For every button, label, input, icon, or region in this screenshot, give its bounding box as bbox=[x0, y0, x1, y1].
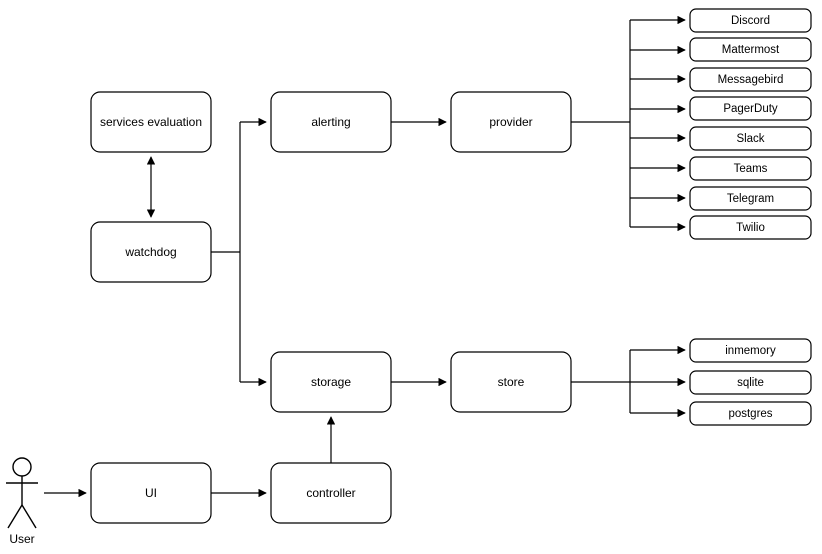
leaf-postgres-rect bbox=[689, 401, 812, 426]
user-actor[interactable]: User bbox=[6, 457, 38, 546]
leaf-pagerduty[interactable]: PagerDuty bbox=[689, 96, 812, 121]
leaf-slack[interactable]: Slack bbox=[689, 126, 812, 151]
leaf-mattermost-rect bbox=[689, 37, 812, 62]
leaf-messagebird-label: Messagebird bbox=[718, 74, 784, 86]
leaf-sqlite-label: sqlite bbox=[737, 377, 764, 389]
node-services-evaluation-label: services evaluation bbox=[100, 115, 202, 129]
leaf-discord-label: Discord bbox=[731, 15, 770, 27]
leaf-telegram-rect bbox=[689, 186, 812, 211]
leaf-messagebird-rect bbox=[689, 67, 812, 92]
leaf-slack-label: Slack bbox=[736, 133, 764, 145]
node-ui-label: UI bbox=[145, 486, 157, 500]
node-storage[interactable]: storage bbox=[270, 351, 392, 413]
node-watchdog-rect bbox=[90, 221, 212, 283]
node-storage-rect bbox=[270, 351, 392, 413]
leaf-twilio[interactable]: Twilio bbox=[689, 215, 812, 240]
leaf-pagerduty-label: PagerDuty bbox=[723, 103, 778, 115]
leaf-telegram-label: Telegram bbox=[727, 193, 774, 205]
leaf-mattermost[interactable]: Mattermost bbox=[689, 37, 812, 62]
actor-leg-left bbox=[7, 504, 23, 529]
actor-leg-right bbox=[21, 504, 37, 529]
leaf-pagerduty-rect bbox=[689, 96, 812, 121]
node-controller-rect bbox=[270, 462, 392, 524]
leaf-postgres[interactable]: postgres bbox=[689, 401, 812, 426]
node-watchdog-label: watchdog bbox=[124, 245, 176, 259]
node-ui-rect bbox=[90, 462, 212, 524]
node-alerting-rect bbox=[270, 91, 392, 153]
leaf-sqlite-rect bbox=[689, 370, 812, 395]
node-controller[interactable]: controller bbox=[270, 462, 392, 524]
leaf-postgres-label: postgres bbox=[728, 408, 772, 420]
leaf-inmemory[interactable]: inmemory bbox=[689, 338, 812, 363]
leaf-twilio-rect bbox=[689, 215, 812, 240]
node-ui[interactable]: UI bbox=[90, 462, 212, 524]
leaf-inmemory-label: inmemory bbox=[725, 345, 776, 357]
leaf-mattermost-label: Mattermost bbox=[722, 44, 780, 56]
leaf-teams[interactable]: Teams bbox=[689, 156, 812, 181]
node-store-label: store bbox=[498, 375, 525, 389]
leaf-messagebird[interactable]: Messagebird bbox=[689, 67, 812, 92]
leaf-sqlite[interactable]: sqlite bbox=[689, 370, 812, 395]
leaf-discord-rect bbox=[689, 8, 812, 33]
provider-branches bbox=[630, 15, 686, 232]
actor-head-icon bbox=[12, 457, 32, 477]
leaf-telegram[interactable]: Telegram bbox=[689, 186, 812, 211]
actor-label: User bbox=[9, 532, 34, 546]
node-services-evaluation[interactable]: services evaluation bbox=[90, 91, 212, 153]
node-storage-label: storage bbox=[311, 375, 351, 389]
leaf-discord[interactable]: Discord bbox=[689, 8, 812, 33]
node-provider-rect bbox=[450, 91, 572, 153]
node-provider-label: provider bbox=[489, 115, 532, 129]
store-branches bbox=[630, 345, 686, 418]
node-store-rect bbox=[450, 351, 572, 413]
leaf-slack-rect bbox=[689, 126, 812, 151]
node-store[interactable]: store bbox=[450, 351, 572, 413]
leaf-teams-label: Teams bbox=[734, 163, 768, 175]
node-provider[interactable]: provider bbox=[450, 91, 572, 153]
node-services-evaluation-rect bbox=[90, 91, 212, 153]
leaf-inmemory-rect bbox=[689, 338, 812, 363]
node-watchdog[interactable]: watchdog bbox=[90, 221, 212, 283]
node-controller-label: controller bbox=[306, 486, 355, 500]
leaf-teams-rect bbox=[689, 156, 812, 181]
node-alerting[interactable]: alerting bbox=[270, 91, 392, 153]
node-alerting-label: alerting bbox=[311, 115, 350, 129]
leaf-twilio-label: Twilio bbox=[736, 222, 765, 234]
